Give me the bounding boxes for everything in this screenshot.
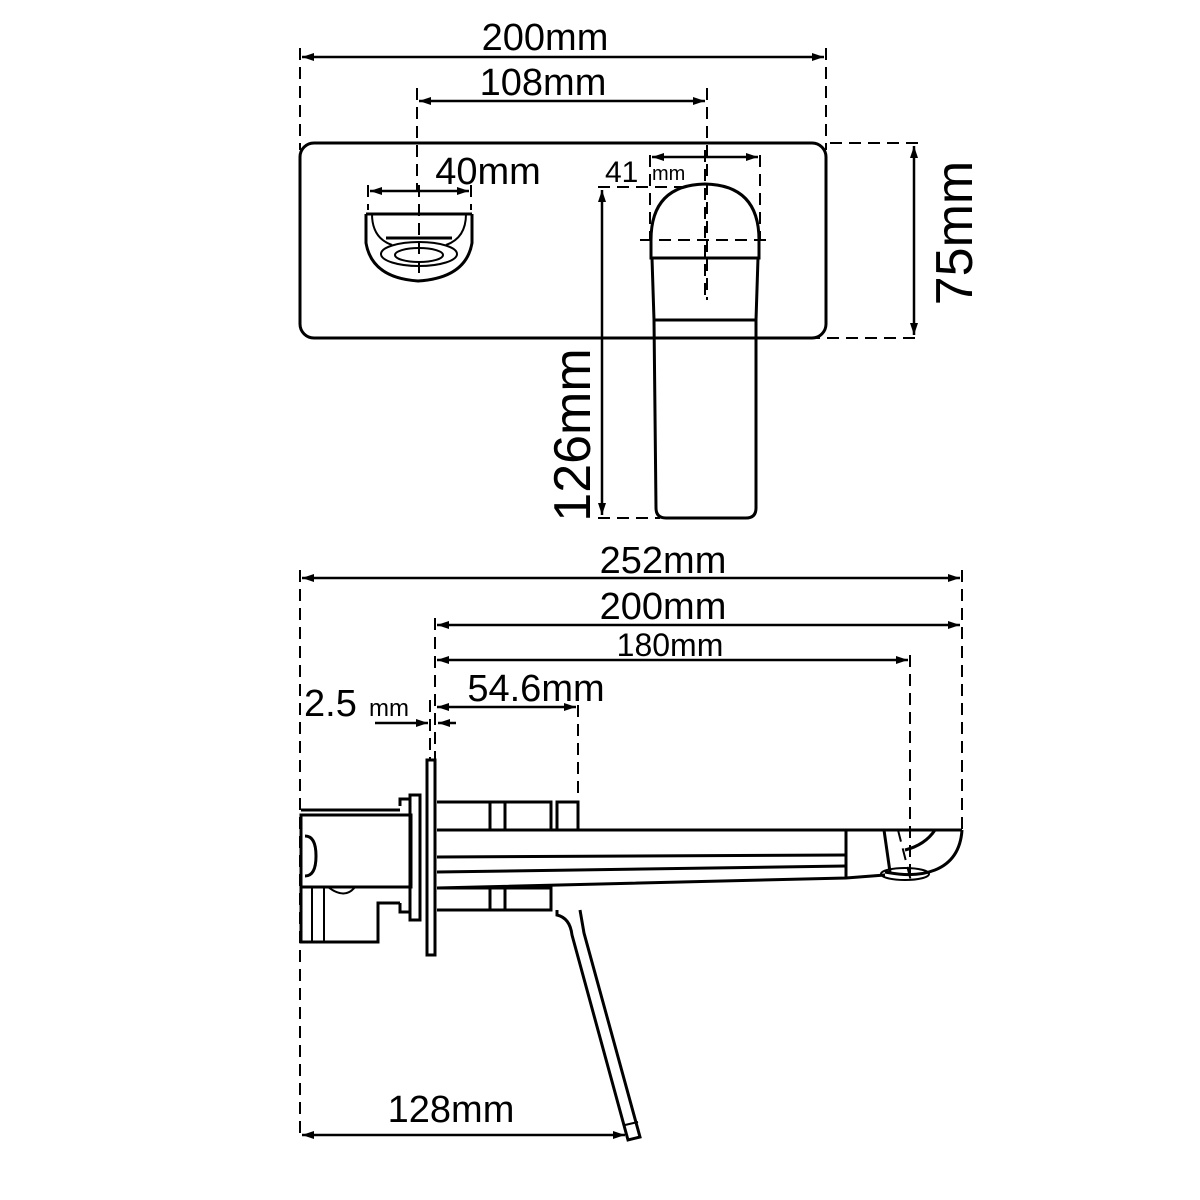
label-handle-width: 41: [605, 156, 638, 189]
label-centers: 108mm: [480, 62, 607, 104]
label-outlet-width: 40mm: [435, 151, 541, 193]
label-body-depth: 54.6mm: [467, 668, 604, 710]
label-handle-reach: 128mm: [388, 1089, 515, 1131]
side-view: [299, 570, 964, 1142]
label-outlet-center: 180mm: [617, 627, 724, 663]
label-plate-height: 75mm: [926, 161, 984, 305]
cover-plate: [298, 141, 828, 340]
label-handle-width-unit: mm: [652, 163, 685, 185]
lever-tip: [624, 1121, 639, 1126]
lever-side: [555, 909, 642, 1142]
label-overall-length: 252mm: [600, 540, 727, 582]
spout-outlet: [364, 185, 474, 283]
label-handle-length: 126mm: [544, 348, 602, 521]
label-spout-length: 200mm: [600, 586, 727, 628]
lever-handle: [640, 150, 772, 520]
concealed-body: [299, 793, 422, 944]
label-plate-width: 200mm: [482, 17, 609, 59]
front-view: [298, 48, 922, 520]
label-plate-thickness-unit: mm: [369, 695, 409, 722]
spout: [436, 828, 964, 890]
label-plate-thickness: 2.5: [304, 683, 357, 725]
cover-plate-side: [425, 758, 437, 957]
